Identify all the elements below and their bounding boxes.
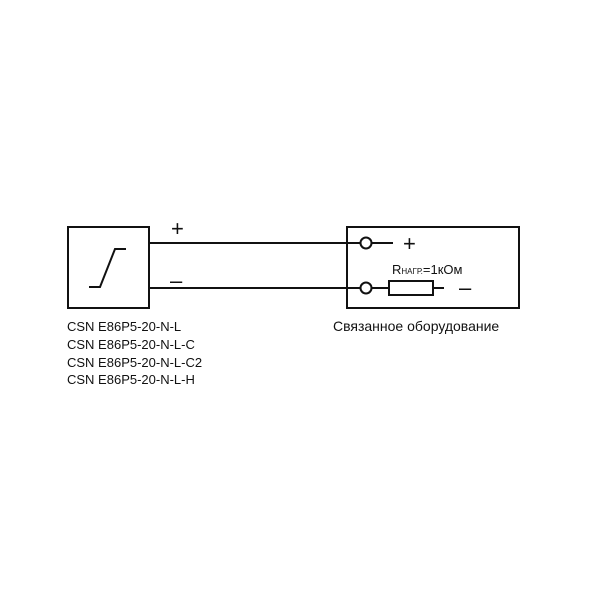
model-2: CSN E86P5-20-N-L-C2 <box>67 355 202 370</box>
load-resistor <box>388 280 434 296</box>
equipment-minus-label: – <box>459 275 472 300</box>
model-0: CSN E86P5-20-N-L <box>67 319 181 334</box>
sensor-symbol <box>89 248 126 288</box>
resistor-label: RНАГР.=1кОм <box>392 262 463 277</box>
model-3: CSN E86P5-20-N-L-H <box>67 372 195 387</box>
equipment-title: Связанное оборудование <box>333 318 499 334</box>
model-1: CSN E86P5-20-N-L-C <box>67 337 195 352</box>
equipment-box <box>346 226 520 309</box>
sensor-box <box>67 226 150 309</box>
equipment-plus-label: + <box>403 231 416 256</box>
minus-terminal <box>359 281 373 295</box>
sensor-minus-label: – <box>170 268 183 293</box>
sensor-plus-label: + <box>171 216 184 241</box>
plus-terminal <box>359 236 373 250</box>
